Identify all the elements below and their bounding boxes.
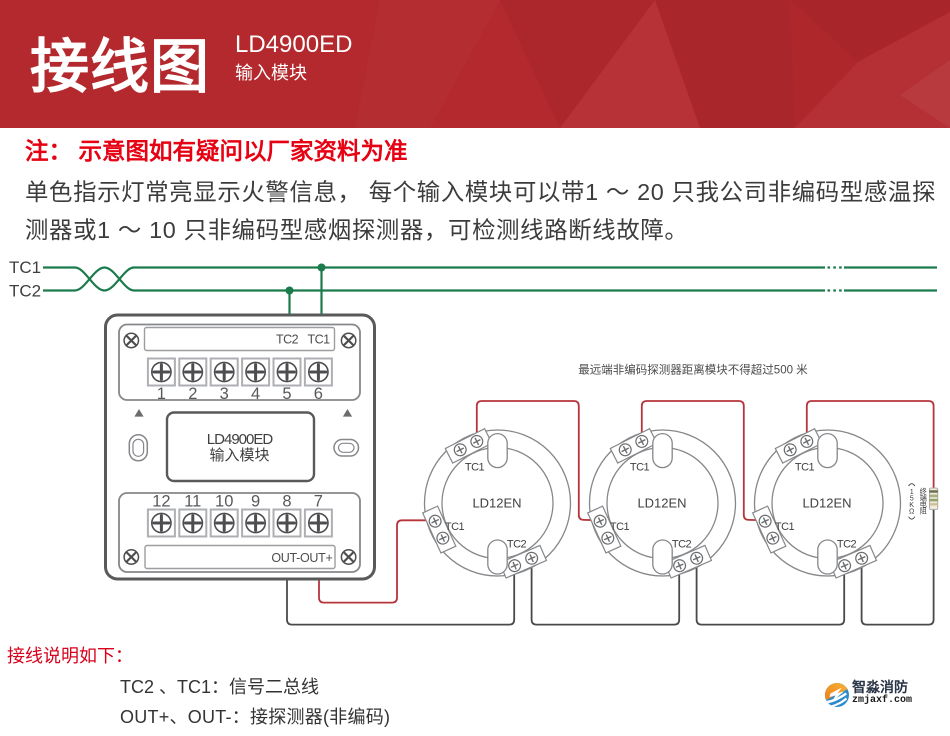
svg-text:终: 终: [920, 487, 928, 496]
svg-text:LD4900ED: LD4900ED: [207, 431, 274, 448]
svg-text:12: 12: [152, 493, 170, 511]
svg-text:TC1: TC1: [9, 258, 41, 277]
svg-text:端: 端: [920, 493, 927, 502]
svg-text:电: 电: [920, 500, 927, 509]
svg-text:6: 6: [314, 385, 323, 403]
svg-text:2: 2: [188, 385, 197, 403]
svg-text:Ω: Ω: [909, 507, 915, 516]
svg-text:TC1: TC1: [307, 333, 330, 347]
svg-text:11: 11: [184, 493, 201, 511]
svg-text:10: 10: [215, 493, 233, 511]
svg-text:1: 1: [910, 487, 914, 496]
svg-text:9: 9: [251, 493, 260, 511]
svg-text:K: K: [909, 500, 914, 509]
svg-text:最远端非编码探测器距离模块不得超过500 米: 最远端非编码探测器距离模块不得超过500 米: [578, 363, 808, 377]
svg-text:3: 3: [220, 385, 229, 403]
svg-text:7: 7: [314, 493, 323, 511]
svg-text:5: 5: [910, 493, 914, 502]
svg-text:TC2: TC2: [9, 282, 41, 301]
svg-text:阻: 阻: [920, 507, 927, 516]
svg-text:5: 5: [282, 385, 291, 403]
svg-text:OUT-OUT+: OUT-OUT+: [271, 551, 332, 565]
svg-text:4: 4: [251, 385, 260, 403]
svg-text:1: 1: [157, 385, 166, 403]
svg-text:TC2: TC2: [276, 333, 299, 347]
svg-text:输入模块: 输入模块: [209, 447, 269, 464]
svg-text:8: 8: [282, 493, 291, 511]
